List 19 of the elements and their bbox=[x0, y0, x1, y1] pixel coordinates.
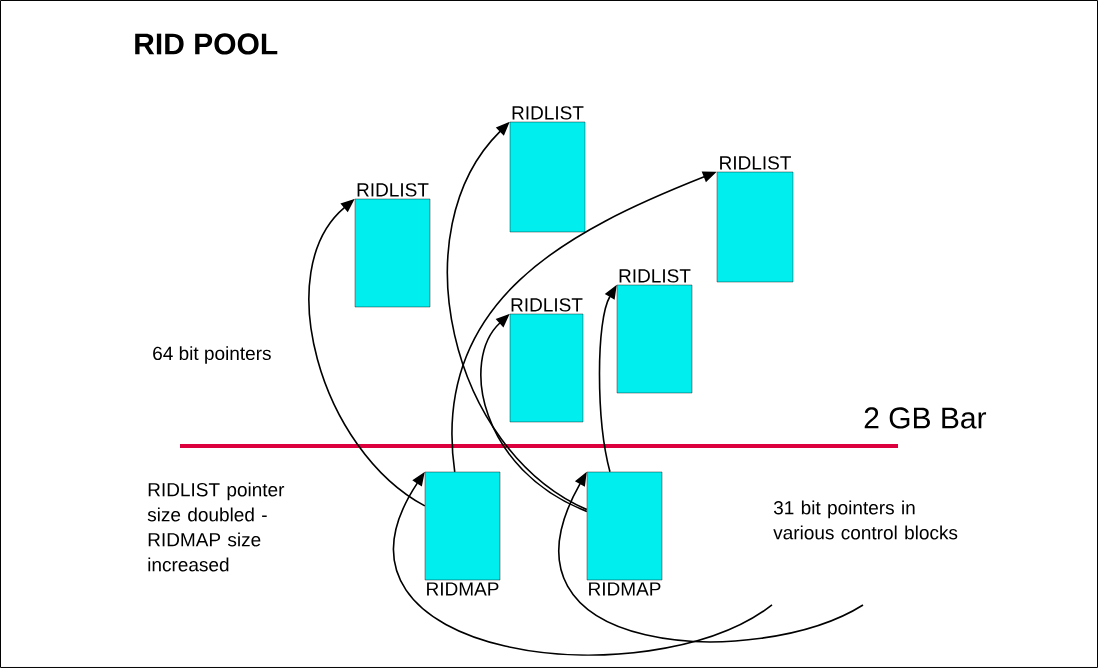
memory-block: RIDLIST bbox=[716, 156, 794, 283]
node-label: RIDMAP bbox=[589, 582, 661, 596]
node-label: RIDLIST bbox=[720, 156, 791, 170]
memory-block: RIDLIST bbox=[616, 269, 693, 394]
note-text: 64 bit pointers bbox=[153, 346, 271, 364]
memory-block: RIDMAP bbox=[424, 471, 501, 596]
memory-block: RIDLIST bbox=[509, 298, 584, 423]
memory-block: RIDMAP bbox=[586, 471, 663, 596]
node-label: RIDLIST bbox=[619, 269, 691, 283]
title: RID POOL bbox=[135, 33, 278, 55]
node-label: RIDLIST bbox=[512, 106, 584, 120]
memory-block: RIDLIST bbox=[509, 106, 586, 233]
note-text: 2 GB Bar bbox=[864, 407, 987, 429]
note-text: 31 bit pointers in various control blocks bbox=[773, 500, 958, 540]
note-text: RIDLIST pointer size doubled - RIDMAP size increased bbox=[147, 482, 285, 572]
node-label: RIDLIST bbox=[357, 183, 429, 197]
node-label: RIDMAP bbox=[427, 582, 499, 596]
node-label: RIDLIST bbox=[511, 298, 583, 312]
memory-block: RIDLIST bbox=[354, 183, 431, 308]
